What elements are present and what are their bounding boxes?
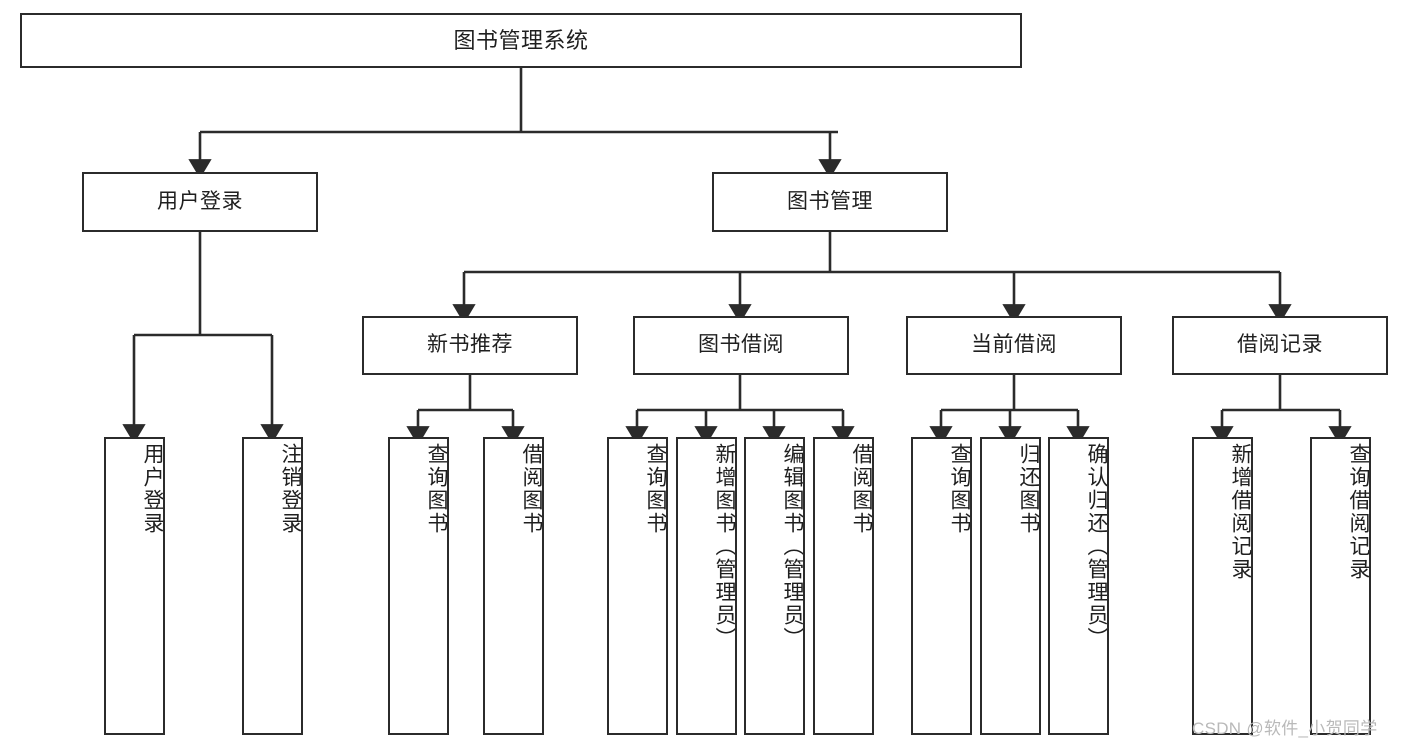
node-leaf-logout-login-label: 注销登录: [279, 443, 302, 535]
node-leaf-query-borrow-record[interactable]: 查询借阅记录: [1310, 437, 1371, 735]
node-leaf-borrow-book-2[interactable]: 借阅图书: [813, 437, 874, 735]
node-leaf-borrow-book-1-label: 借阅图书: [520, 443, 543, 535]
node-user-login-label: 用户登录: [157, 189, 243, 213]
watermark-text: CSDN @软件_小贺同学: [1192, 719, 1378, 738]
node-leaf-borrow-book-2-label: 借阅图书: [850, 443, 873, 535]
node-leaf-query-borrow-record-label: 查询借阅记录: [1347, 443, 1370, 581]
node-leaf-query-book-3[interactable]: 查询图书: [911, 437, 972, 735]
node-leaf-borrow-book-1[interactable]: 借阅图书: [483, 437, 544, 735]
node-new-book-recommend-label: 新书推荐: [427, 333, 513, 357]
node-leaf-add-book[interactable]: 新增图书（管理员）: [676, 437, 737, 735]
node-book-manage-label: 图书管理: [787, 189, 873, 213]
node-leaf-add-book-label: 新增图书（管理员）: [713, 443, 736, 650]
node-borrow-record[interactable]: 借阅记录: [1172, 316, 1388, 375]
node-leaf-return-book[interactable]: 归还图书: [980, 437, 1041, 735]
node-leaf-add-borrow-record[interactable]: 新增借阅记录: [1192, 437, 1253, 735]
node-leaf-query-book-3-label: 查询图书: [948, 443, 971, 535]
node-borrow-record-label: 借阅记录: [1237, 333, 1323, 357]
node-leaf-user-login[interactable]: 用户登录: [104, 437, 165, 735]
node-user-login[interactable]: 用户登录: [82, 172, 318, 232]
node-leaf-query-book-1-label: 查询图书: [425, 443, 448, 535]
node-root[interactable]: 图书管理系统: [20, 13, 1022, 68]
node-leaf-add-borrow-record-label: 新增借阅记录: [1229, 443, 1252, 581]
node-leaf-query-book-1[interactable]: 查询图书: [388, 437, 449, 735]
node-leaf-edit-book-label: 编辑图书（管理员）: [781, 443, 804, 650]
node-book-borrow-label: 图书借阅: [698, 333, 784, 357]
node-leaf-logout-login[interactable]: 注销登录: [242, 437, 303, 735]
node-book-manage[interactable]: 图书管理: [712, 172, 948, 232]
node-current-borrow-label: 当前借阅: [971, 333, 1057, 357]
node-leaf-query-book-2[interactable]: 查询图书: [607, 437, 668, 735]
node-root-label: 图书管理系统: [453, 27, 589, 53]
node-leaf-query-book-2-label: 查询图书: [644, 443, 667, 535]
node-leaf-user-login-label: 用户登录: [141, 443, 164, 535]
node-book-borrow[interactable]: 图书借阅: [633, 316, 849, 375]
node-current-borrow[interactable]: 当前借阅: [906, 316, 1122, 375]
node-new-book-recommend[interactable]: 新书推荐: [362, 316, 578, 375]
node-leaf-confirm-return-label: 确认归还（管理员）: [1085, 443, 1108, 650]
node-leaf-confirm-return[interactable]: 确认归还（管理员）: [1048, 437, 1109, 735]
node-leaf-edit-book[interactable]: 编辑图书（管理员）: [744, 437, 805, 735]
node-leaf-return-book-label: 归还图书: [1017, 443, 1040, 535]
